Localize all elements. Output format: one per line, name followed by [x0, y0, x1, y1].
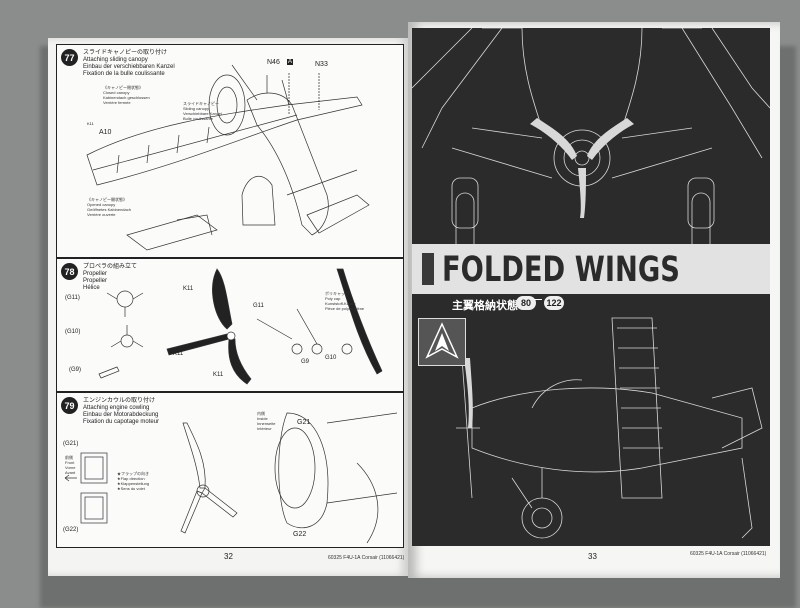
step-range-dash: [534, 299, 542, 300]
part-label-a10: A10: [99, 129, 112, 136]
right-page-footer: 60325 F4U-1A Corsair (11066421): [690, 551, 767, 557]
note-sliding-canopy: スライドキャノピー Sliding canopy Verschiebbare K…: [183, 101, 222, 121]
part-label-g22-ref: (G22): [63, 527, 79, 533]
step-range-start: 80: [516, 296, 536, 310]
part-label-g11-ref: (G11): [65, 295, 80, 301]
step-78-illustration: [98, 268, 383, 385]
step-78-panel: 78 プロペラの組み立て Propeller Propeller Hélice …: [56, 258, 404, 392]
note-inside: 内側 Inside Innenseite Intérieur: [257, 411, 276, 431]
step-79-illustration: [64, 412, 398, 544]
part-badge-a: A: [287, 59, 294, 65]
banner-accent-bar: [422, 253, 434, 285]
right-page-number: 33: [588, 552, 597, 561]
step-title: エンジンカウルの取り付け Attaching engine cowling Ei…: [83, 398, 160, 425]
part-label-g10-ref: (G10): [65, 329, 81, 335]
step-title: プロペラの組み立て Propeller Propeller Hélice: [83, 264, 138, 291]
subtitle-japanese: 主翼格納状態: [452, 300, 518, 312]
note-closed-canopy: 《キャノピー閉状態》 Closed canopy Kabinendach ges…: [103, 85, 150, 105]
folded-wings-banner: FOLDED WINGS: [412, 244, 770, 294]
note-front: 前側 Front Vorne Avant: [65, 455, 76, 475]
folded-wings-illustration: [412, 28, 770, 539]
part-label-g11: G11: [253, 303, 264, 309]
note-poly-cap: ポリキャップ Poly cap Kunststoff-Kappe Pièce d…: [325, 291, 365, 311]
note-flap-direction: ★フラップの向き ★Flap direction ★Klappenstellun…: [117, 471, 150, 491]
part-label-k11: K11: [87, 121, 94, 126]
step-number: 79: [61, 397, 78, 414]
part-label-k11-bottom: K11: [213, 372, 224, 378]
part-label-k11-top: K11: [183, 286, 194, 292]
part-label-g22: G22: [293, 531, 307, 538]
step-title: スライドキャノピーの取り付け Attaching sliding canopy …: [83, 50, 175, 77]
step-77-panel: 77 スライドキャノピーの取り付け Attaching sliding cano…: [56, 44, 404, 258]
part-label-k11-left: K11: [173, 351, 184, 357]
part-label-g9: G9: [301, 359, 310, 365]
part-label-g21: G21: [297, 419, 311, 426]
part-label-n46: N46: [267, 59, 280, 66]
left-page-footer: 60325 F4U-1A Corsair (11066421): [328, 555, 405, 561]
step-77-illustration: [86, 64, 370, 251]
banner-title: FOLDED WINGS: [442, 250, 680, 290]
part-label-g10: G10: [325, 355, 337, 361]
step-79-panel: 79 エンジンカウルの取り付け Attaching engine cowling…: [56, 392, 404, 548]
part-label-g21-ref: (G21): [63, 441, 79, 447]
left-page-number: 32: [224, 552, 233, 561]
part-label-g9-ref: (G9): [69, 367, 81, 373]
step-range-end: 122: [544, 296, 564, 310]
part-label-n33: N33: [315, 61, 328, 68]
step-number: 78: [61, 263, 78, 280]
note-opened-canopy: 《キャノピー開状態》 Opened canopy Geöffnetes Kabi…: [87, 197, 131, 217]
aircraft-silhouette-icon: [418, 318, 466, 366]
step-number: 77: [61, 49, 78, 66]
